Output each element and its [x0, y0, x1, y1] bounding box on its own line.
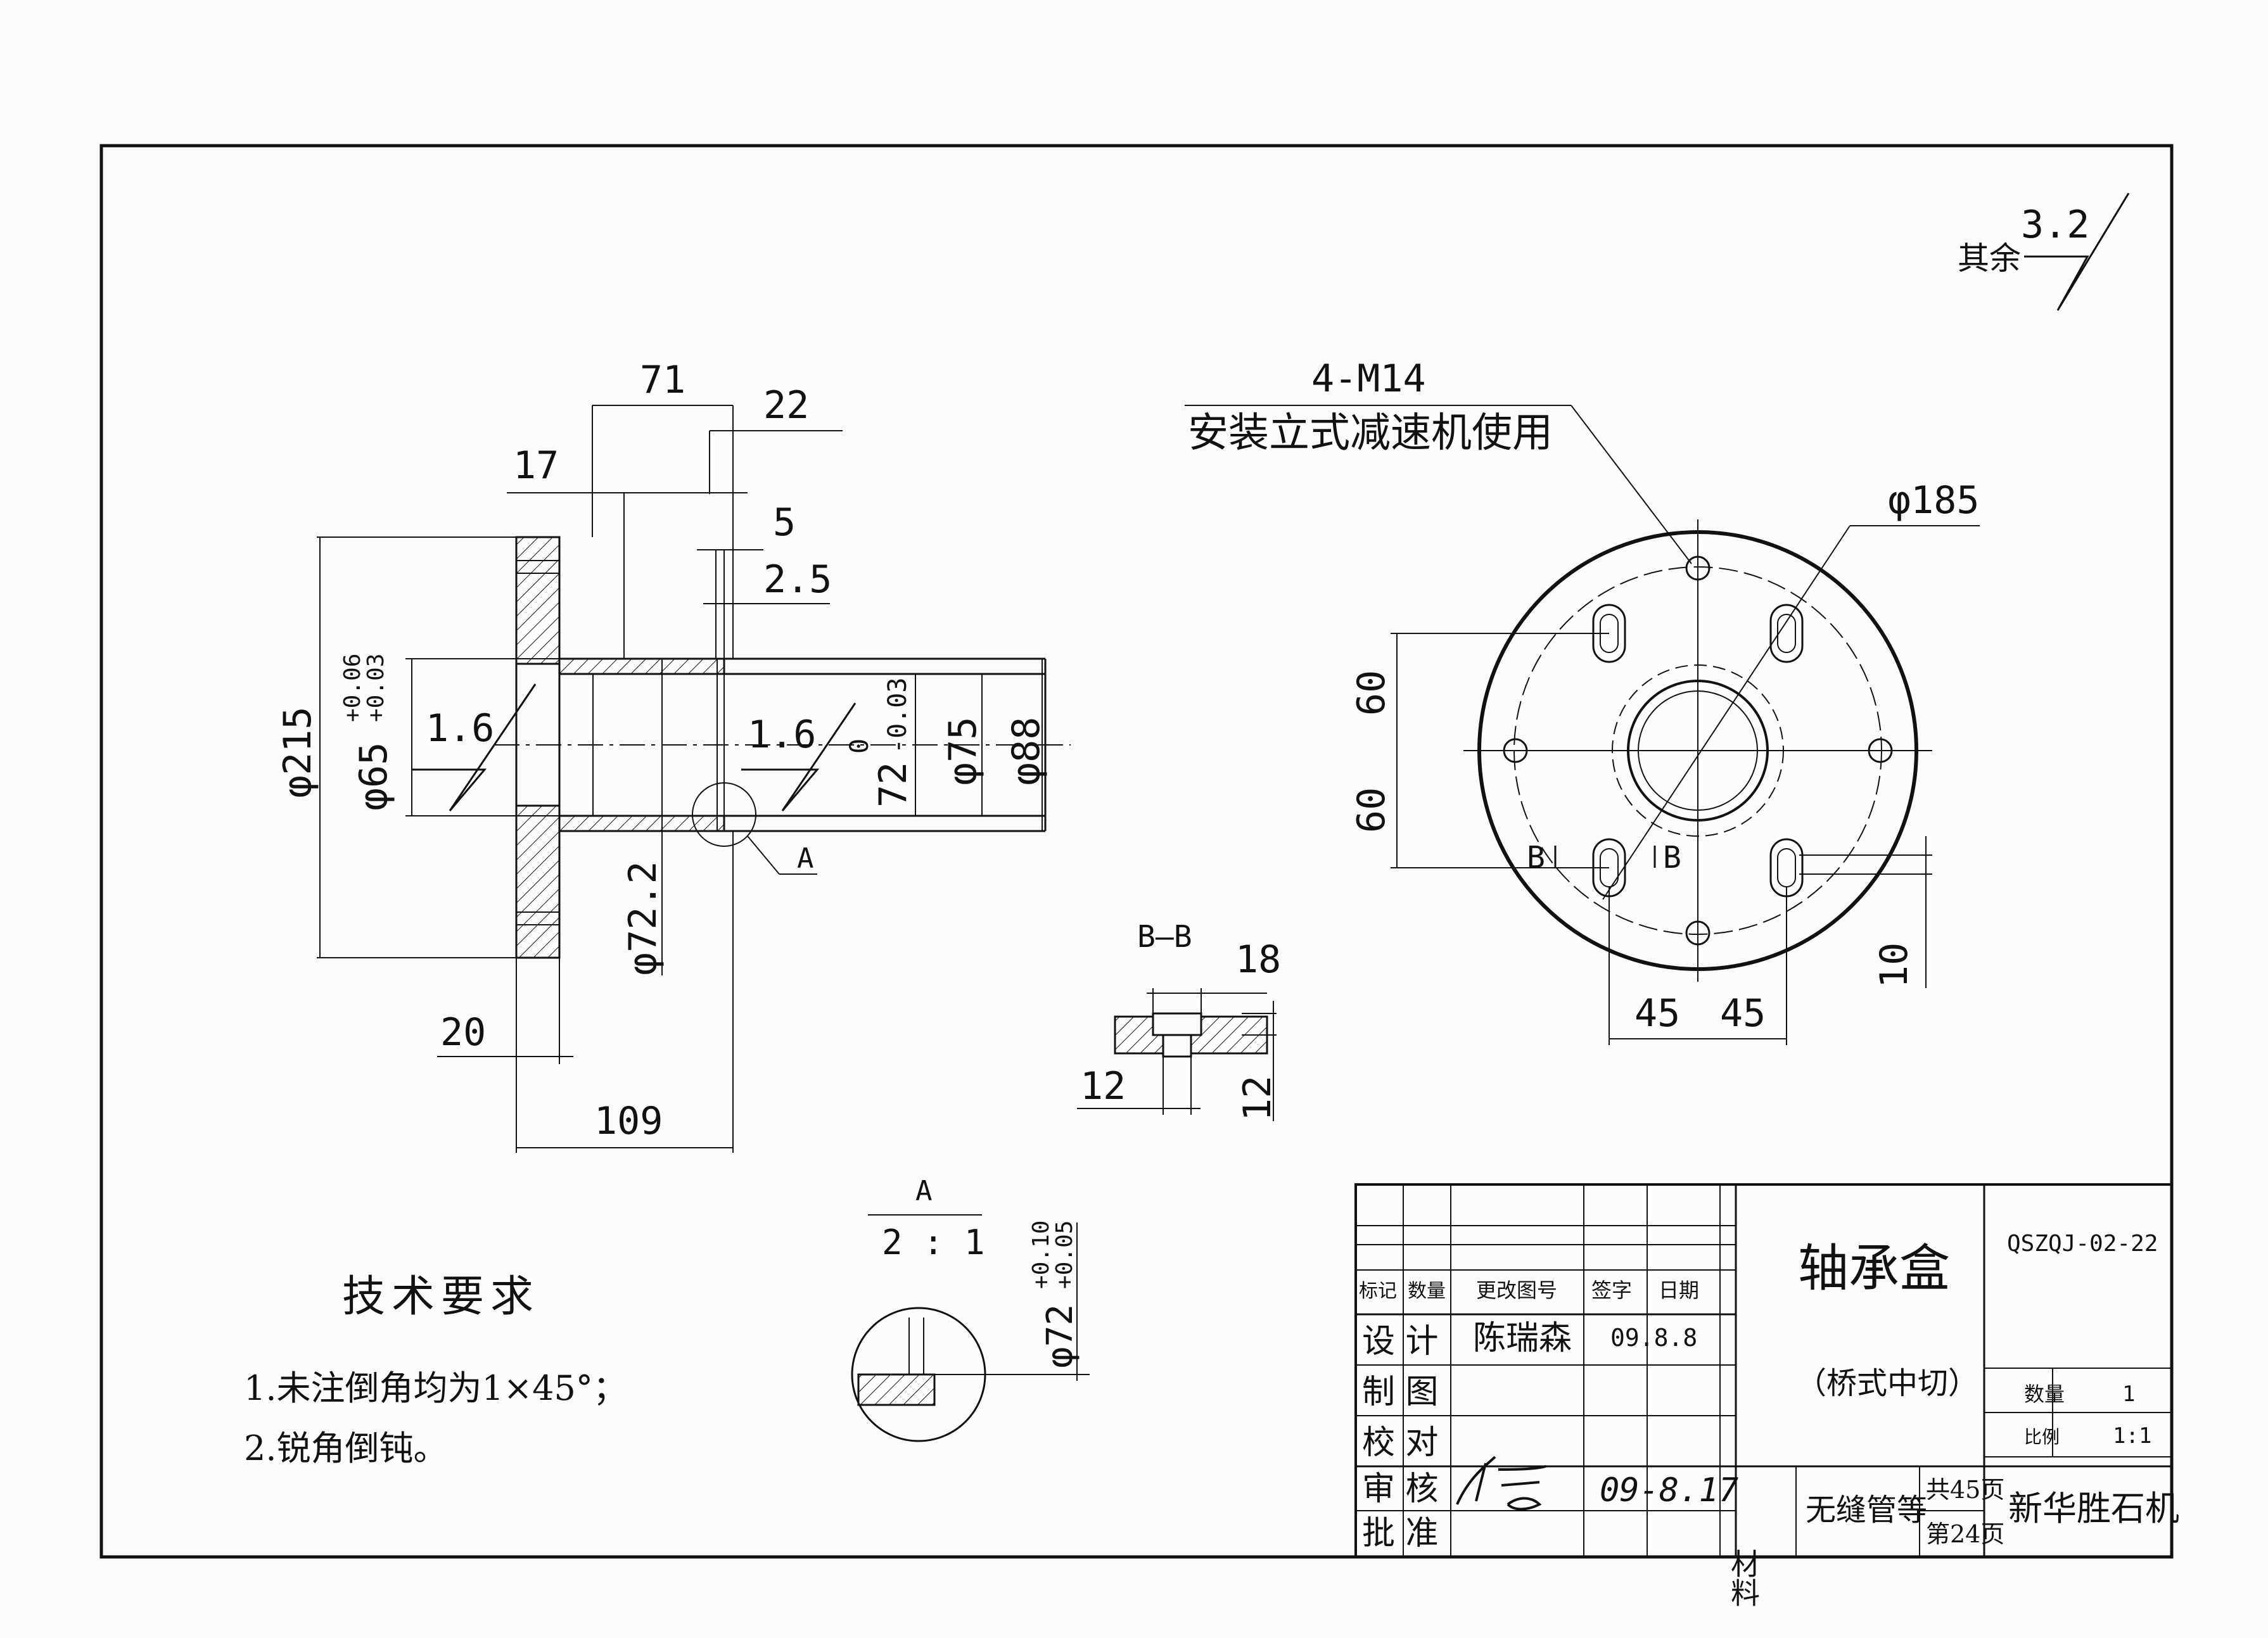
tb-role-design: 设 计 [1362, 1323, 1439, 1361]
roughness-rest-label: 其余 [1958, 240, 2021, 277]
tb-part-subtitle: （桥式中切） [1796, 1366, 1978, 1401]
dim-22: 22 [763, 383, 809, 428]
detail-a-marker [692, 782, 756, 847]
dim-45-left: 45 [1634, 991, 1680, 1036]
reviewer-signature [1456, 1456, 1546, 1511]
tb-part-name: 轴承盒 [1798, 1239, 1950, 1298]
dim-5: 5 [773, 500, 796, 545]
dim-45-right: 45 [1720, 991, 1766, 1036]
detail-a-tol-upper: +0.10 [1028, 1221, 1054, 1289]
dim-72: 72 [871, 762, 915, 808]
thread-note: 4-M14 [1311, 357, 1426, 401]
tb-designer: 陈瑞森 [1473, 1319, 1572, 1357]
tb-company: 新华胜石机 [2008, 1489, 2179, 1528]
bb-dim-18: 18 [1235, 937, 1281, 982]
dim-88: φ88 [1004, 717, 1048, 785]
tb-header-date: 日期 [1659, 1278, 1699, 1302]
dim-109: 109 [594, 1099, 663, 1143]
dim-75: φ75 [941, 717, 985, 785]
dim-65-tol-upper: +0.06 [340, 654, 366, 722]
detail-a-scale: 2 : 1 [882, 1222, 985, 1262]
dim-65: φ65 [352, 742, 396, 811]
title-block: 标记 数量 更改图号 签字 日期 设 计 制 图 校 对 审 核 批 准 陈瑞森… [1354, 1183, 2179, 1607]
drawing-frame [99, 144, 2174, 1559]
detail-a: A 2 : 1 φ72 +0.10 +0.05 [851, 1175, 1090, 1442]
slot-top-right [1769, 604, 1804, 663]
dim-65-tol-lower: +0.03 [363, 654, 389, 722]
tech-req-title: 技术要求 [342, 1272, 540, 1322]
dim-72-tol-lower: -0.03 [883, 678, 912, 754]
detail-a-dim: φ72 [1040, 1304, 1081, 1368]
technical-requirements: 技术要求 1.未注倒角均为1×45°； 2.锐角倒钝。 [244, 1272, 627, 1468]
dim-185: φ185 [1888, 478, 1980, 523]
tb-quantity: 1 [2122, 1381, 2135, 1407]
dim-60-top: 60 [1349, 670, 1394, 716]
tb-page: 第24页 [1926, 1520, 2004, 1548]
tb-role-review: 审 核 [1362, 1470, 1439, 1508]
roughness-bore-left: 1.6 [426, 706, 494, 751]
detail-a-title: A [915, 1175, 933, 1207]
dim-2-5: 2.5 [763, 557, 832, 602]
tb-scale-label: 比例 [2024, 1426, 2060, 1447]
tb-design-date: 09.8.8 [1610, 1324, 1697, 1352]
install-note: 安装立式减速机使用 [1188, 410, 1553, 457]
detail-a-tol-lower: +0.05 [1052, 1221, 1078, 1289]
tech-req-item-2: 2.锐角倒钝。 [244, 1428, 448, 1468]
dim-60-bottom: 60 [1349, 787, 1394, 833]
tb-role-approve: 批 准 [1362, 1514, 1439, 1552]
bolt-hole-top [1685, 556, 1711, 581]
bolt-hole-bottom [1685, 920, 1711, 946]
bb-section: B—B 18 12 12 [1077, 919, 1281, 1121]
bolt-hole-right [1868, 738, 1893, 763]
roughness-bore-right: 1.6 [748, 713, 816, 757]
roughness-rest-value: 3.2 [2021, 203, 2089, 247]
tb-review-date: 09-8.17 [1600, 1471, 1738, 1509]
tb-material-label: 材料 [1726, 1549, 1761, 1607]
tb-header-mark: 标记 [1359, 1280, 1397, 1302]
tb-scale: 1:1 [2113, 1423, 2151, 1449]
flange-upper [515, 536, 561, 665]
dim-20: 20 [440, 1010, 486, 1055]
bolt-hole-left [1503, 738, 1528, 763]
flange-lower [515, 804, 561, 959]
dim-71: 71 [640, 358, 685, 402]
section-mark-left: B [1527, 840, 1545, 875]
dim-17: 17 [513, 443, 559, 488]
dim-72-tol-upper: 0 [845, 739, 874, 754]
dim-72-2: φ72.2 [621, 861, 665, 975]
bb-title: B—B [1137, 919, 1192, 955]
bb-dim-12-horizontal: 12 [1080, 1064, 1126, 1108]
dim-10: 10 [1872, 943, 1916, 988]
section-view: A 71 22 17 5 2.5 φ215 φ65 +0.06 +0.03 1.… [276, 358, 1071, 1153]
section-mark-right: B [1663, 840, 1681, 875]
tube-wall-upper [558, 657, 725, 675]
tb-total-pages: 共45页 [1926, 1476, 2004, 1504]
roughness-rest: 其余 3.2 [1958, 193, 2130, 311]
bb-dim-12-vertical: 12 [1235, 1076, 1280, 1121]
tb-quantity-label: 数量 [2024, 1382, 2065, 1406]
dim-215: φ215 [276, 707, 320, 799]
tube-wall-lower [558, 815, 725, 832]
tb-header-sign: 签字 [1591, 1278, 1632, 1302]
tech-req-item-1: 1.未注倒角均为1×45°； [244, 1368, 627, 1408]
tb-role-check: 校 对 [1362, 1424, 1439, 1462]
tb-role-draft: 制 图 [1362, 1373, 1439, 1411]
tb-header-qty: 数量 [1408, 1280, 1446, 1302]
detail-a-ref: A [797, 842, 814, 875]
end-view: 4-M14 安装立式减速机使用 φ185 60 60 45 45 10 B B [1185, 357, 1980, 1045]
tb-header-change: 更改图号 [1476, 1278, 1557, 1302]
tb-material: 无缝管等 [1806, 1492, 1927, 1528]
tb-drawing-number: QSZQJ-02-22 [2007, 1231, 2158, 1257]
